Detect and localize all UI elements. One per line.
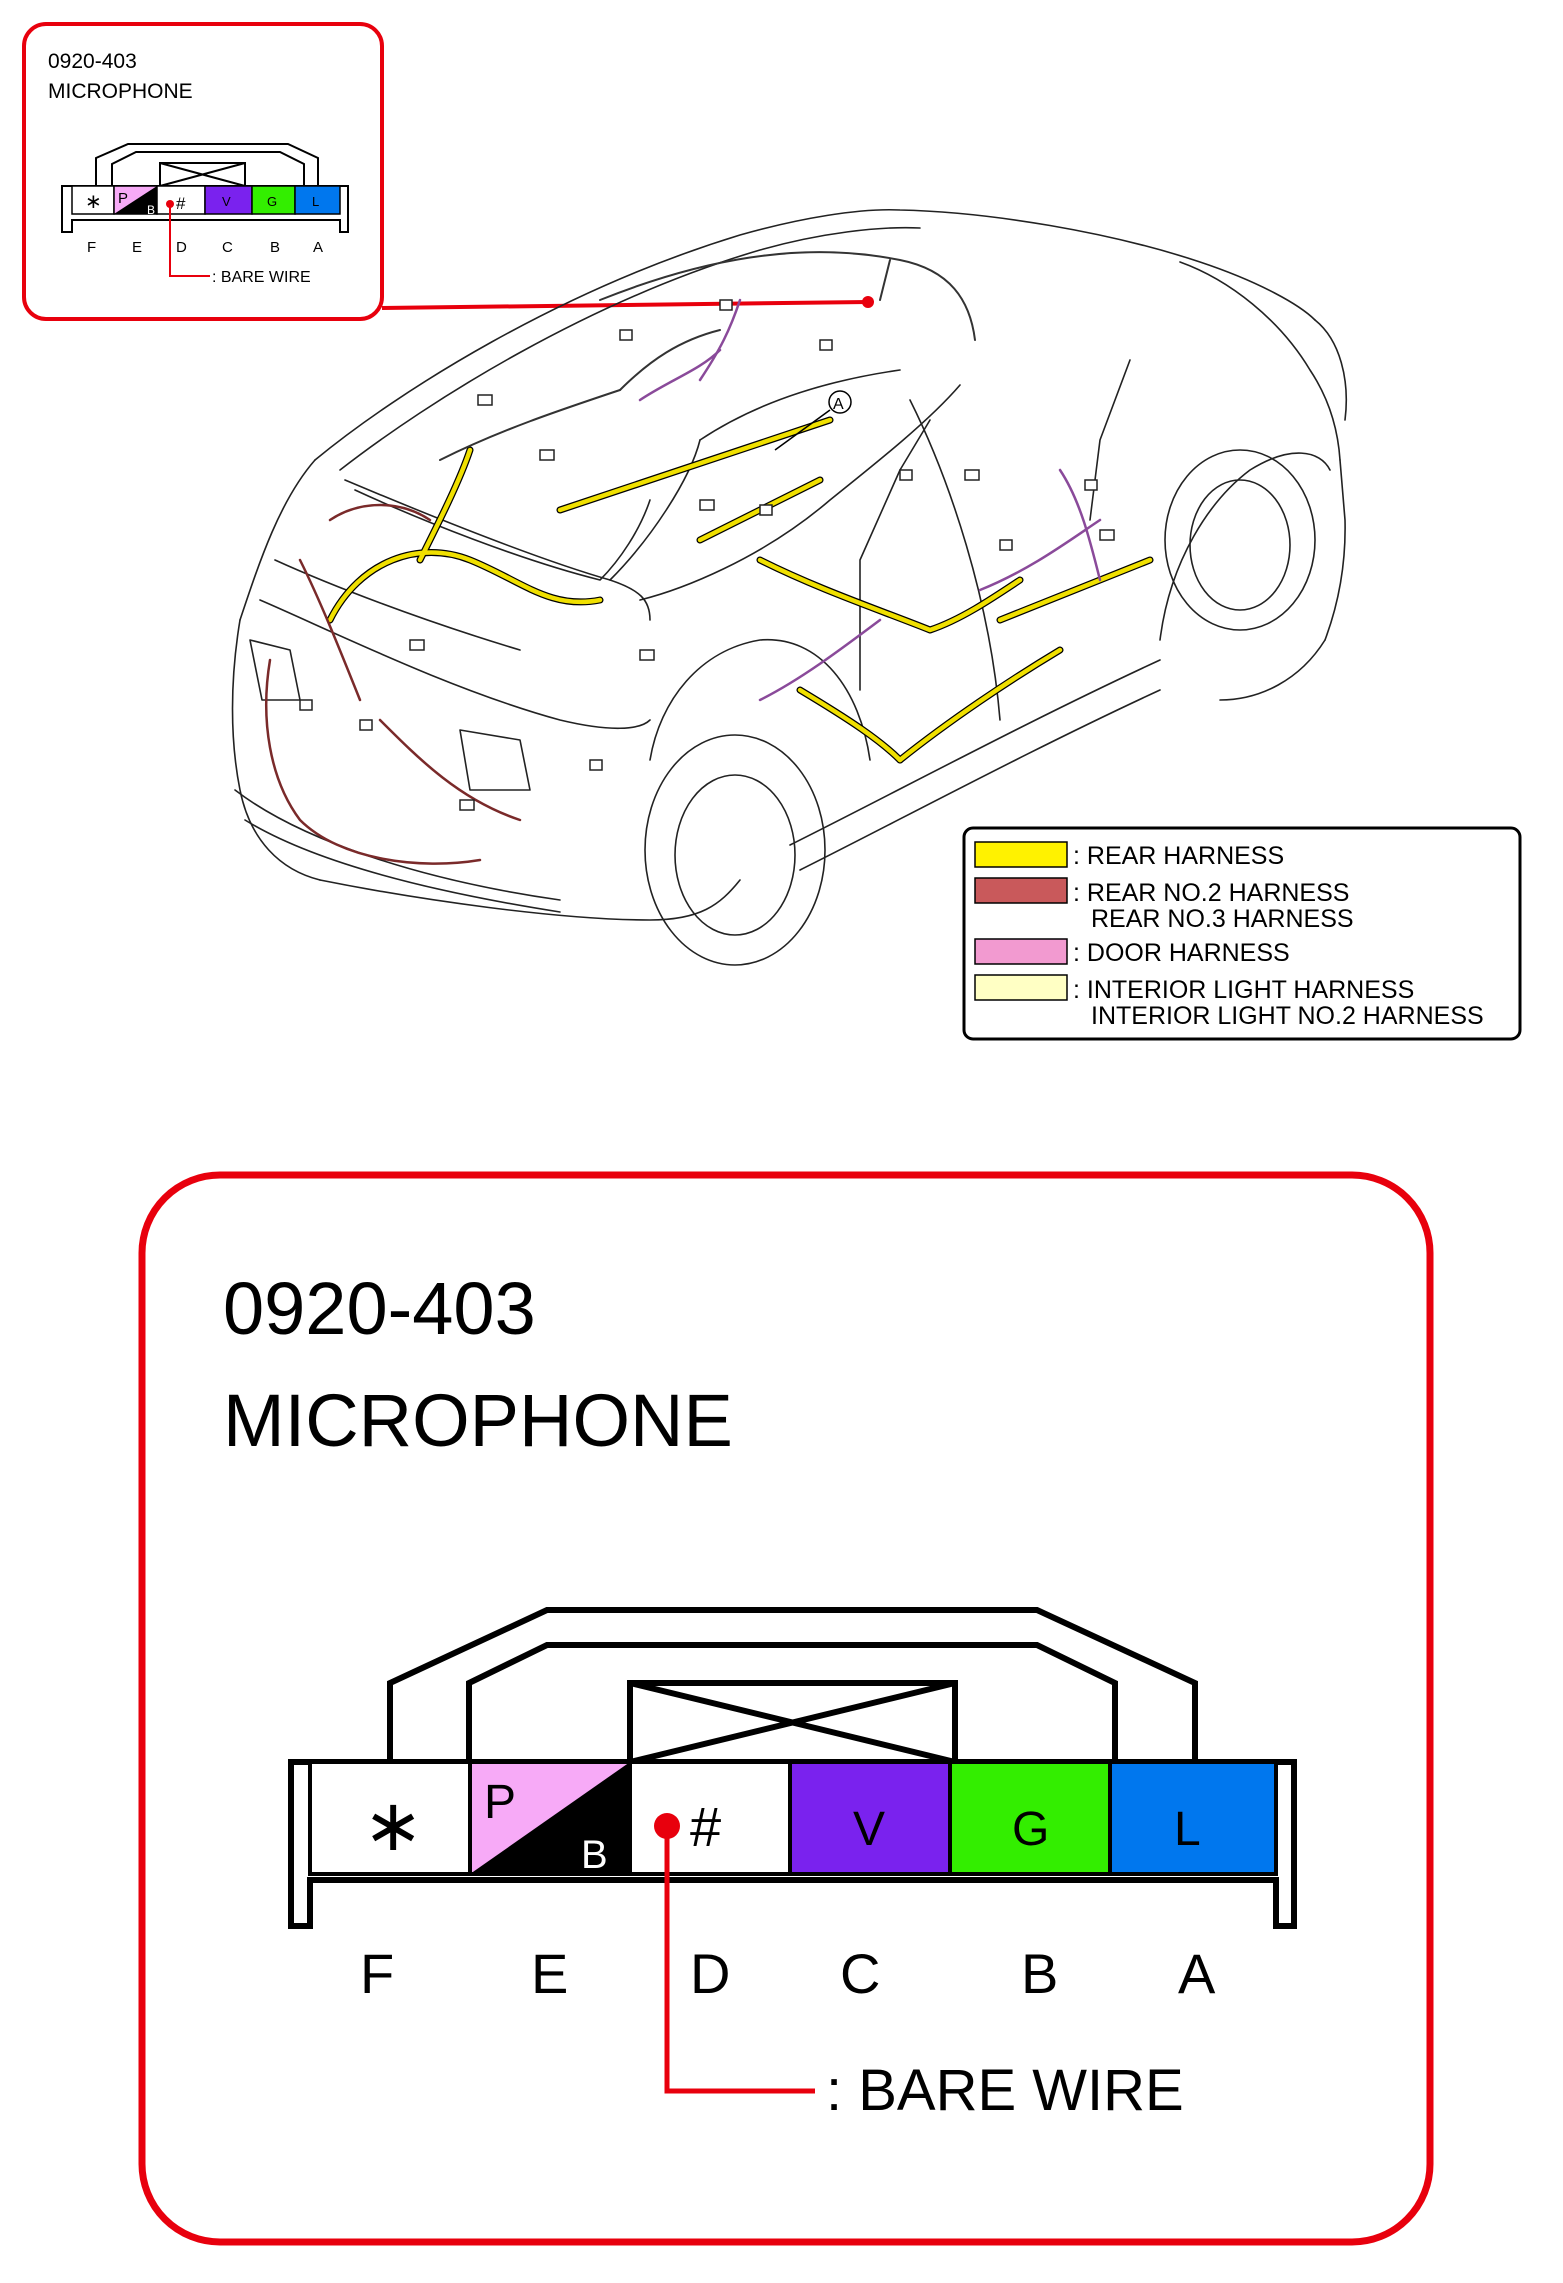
legend-label-interior-light: : INTERIOR LIGHT HARNESS [1073, 976, 1414, 1004]
pin-b-text: G [1012, 1803, 1049, 1856]
detail-letter-b: B [1021, 1942, 1058, 2005]
door-harness-routes [638, 298, 1102, 702]
inset-pin-c-text: V [222, 194, 231, 209]
inset-letter-c: C [222, 239, 233, 256]
detail-letter-c: C [840, 1942, 880, 2005]
rear-harness-routes [326, 416, 1154, 764]
inset-pin-d-text: # [176, 194, 186, 213]
callout-a-leader [774, 409, 831, 451]
inset-letter-f: F [87, 239, 96, 256]
pin-d-cell [628, 1760, 792, 1876]
pin-a-text: L [1174, 1803, 1201, 1856]
legend-label-door: : DOOR HARNESS [1073, 939, 1290, 967]
inset-letter-d: D [176, 239, 187, 256]
inset-pin-b-text: G [267, 194, 277, 209]
inset-letter-b: B [270, 239, 280, 256]
inset-letter-a: A [313, 239, 323, 256]
inset-connector-housing [61, 143, 349, 233]
callout-a: A [774, 390, 852, 451]
pin-e-text: P [484, 1776, 516, 1829]
legend-swatch-rear-no2 [974, 877, 1068, 904]
detail-connector-name: MICROPHONE [223, 1379, 733, 1462]
harness-connectors [299, 299, 1115, 811]
pin-e-black-half [470, 1762, 630, 1874]
inset-letter-e: E [132, 239, 142, 256]
detail-connector-code: 0920-403 [223, 1267, 536, 1350]
detail-connector-housing [288, 1607, 1297, 1929]
inset-pin-e-text2: B [147, 203, 155, 217]
callout-a-label: A [833, 396, 844, 413]
detail-letter-e: E [531, 1942, 568, 2005]
callout-a-circle [828, 390, 852, 414]
inset-pin-e-text: P [118, 190, 128, 207]
pin-c-cell [788, 1760, 952, 1876]
legend-swatch-rear [974, 841, 1068, 868]
microphone-location-dot [862, 296, 874, 308]
inset-pin-a-text: L [312, 194, 319, 209]
pin-b-cell [948, 1760, 1112, 1876]
connector-inset-small: 0920-403 MICROPHONE ∗ P B # V G L F E [22, 22, 384, 321]
microphone-location-leader [381, 300, 869, 310]
rear-no2-harness-routes [265, 503, 522, 865]
inset-pin-letters: F E D C B A [87, 239, 323, 256]
inset-pin-f-text: ∗ [85, 191, 102, 213]
legend-frame [962, 826, 1522, 1041]
legend-label-interior-light-no2: INTERIOR LIGHT NO.2 HARNESS [1091, 1002, 1484, 1030]
inset-bare-wire-label: : BARE WIRE [212, 269, 311, 286]
bare-wire-leader [664, 1826, 815, 2094]
detail-frame [138, 1171, 1434, 2246]
inset-frame [22, 22, 384, 321]
legend-label-rear-no3: REAR NO.3 HARNESS [1091, 905, 1354, 933]
interior-light-harness-routes [439, 251, 976, 461]
legend-label-rear-no2: : REAR NO.2 HARNESS [1073, 879, 1349, 907]
pin-f-text: ∗ [363, 1786, 423, 1866]
pin-d-text: # [690, 1795, 721, 1858]
pin-a-cell [1108, 1760, 1278, 1876]
detail-letter-d: D [690, 1942, 730, 2005]
inset-bare-wire-leader [169, 204, 210, 277]
detail-letter-a: A [1178, 1942, 1216, 2005]
legend-swatch-door [974, 938, 1068, 965]
detail-pin-letters: F E D C B A [360, 1942, 1216, 2005]
legend-label-rear: : REAR HARNESS [1073, 842, 1284, 870]
harness-legend: : REAR HARNESS : REAR NO.2 HARNESS REAR … [962, 826, 1522, 1041]
detail-letter-f: F [360, 1942, 394, 2005]
bare-wire-label: : BARE WIRE [826, 2058, 1184, 2123]
pin-e-text2: B [581, 1833, 608, 1877]
legend-swatch-interior-light [974, 974, 1068, 1001]
inset-connector-name: MICROPHONE [48, 80, 193, 103]
connector-detail-large: 0920-403 MICROPHONE ∗ P B # V G L F E [138, 1171, 1434, 2246]
inset-connector-code: 0920-403 [48, 50, 137, 73]
pin-c-text: V [853, 1803, 885, 1856]
